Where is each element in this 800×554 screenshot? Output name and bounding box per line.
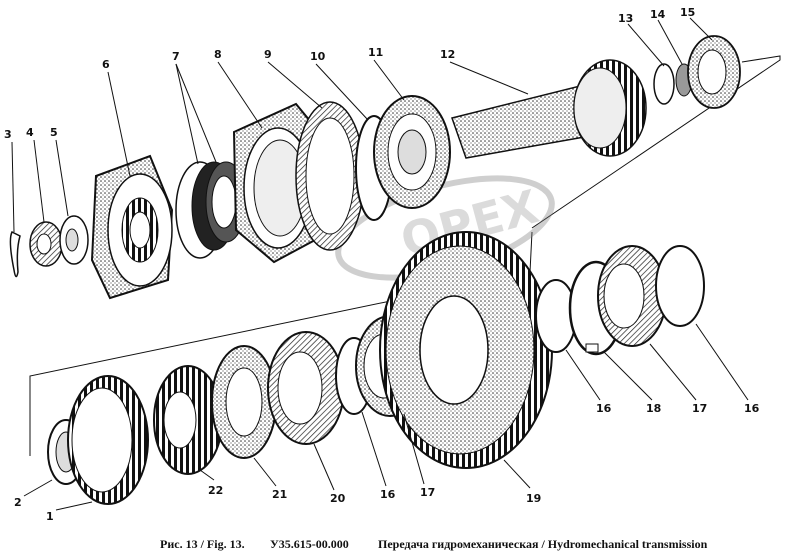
callout-19: 19 — [526, 492, 541, 505]
caption-figure: Рис. 13 / Fig. 13. — [160, 537, 245, 551]
part-13-washer — [653, 63, 675, 105]
part-6-flange — [90, 154, 174, 300]
callout-14: 14 — [650, 8, 666, 21]
leader-lines — [11, 17, 749, 511]
part-3-cotter-pin — [9, 230, 21, 278]
part-1-coupling — [67, 375, 149, 505]
part-20-bearing — [267, 331, 345, 445]
callout-10: 10 — [310, 50, 326, 63]
callout-16-mid: 16 — [596, 402, 612, 415]
caption-title: Передача гидромеханическая / Hydromechan… — [378, 537, 708, 551]
callout-6: 6 — [102, 58, 110, 71]
part-16-snap-ring-right — [655, 245, 705, 327]
callout-21: 21 — [272, 488, 287, 501]
callout-2: 2 — [14, 496, 22, 509]
part-11-bearing — [373, 95, 451, 209]
callout-numbers: 3 4 5 6 7 8 9 10 11 12 13 14 15 2 1 22 2… — [4, 6, 760, 523]
callout-16-lower: 16 — [380, 488, 396, 501]
callout-20: 20 — [330, 492, 346, 505]
callout-11: 11 — [368, 46, 383, 59]
part-21-disc — [211, 345, 277, 459]
callout-17-lower: 17 — [420, 486, 435, 499]
part-22-gear — [153, 365, 223, 475]
callout-8: 8 — [214, 48, 222, 61]
callout-5: 5 — [50, 126, 58, 139]
callout-13: 13 — [618, 12, 633, 25]
caption-code: У35.615-00.000 — [270, 537, 349, 551]
callout-4: 4 — [26, 126, 34, 139]
part-19-large-gear — [379, 231, 553, 469]
assembly-frame — [29, 55, 781, 456]
callout-16-right: 16 — [744, 402, 760, 415]
callout-22: 22 — [208, 484, 223, 497]
callout-7: 7 — [172, 50, 180, 63]
part-15-bearing — [687, 35, 741, 109]
callout-9: 9 — [264, 48, 272, 61]
part-12-shaft — [451, 59, 647, 159]
part-4-castle-nut — [29, 221, 63, 267]
callout-15: 15 — [680, 6, 695, 19]
callout-1: 1 — [46, 510, 54, 523]
part-17-bearing-right — [597, 245, 667, 347]
callout-3: 3 — [4, 128, 12, 141]
callout-18: 18 — [646, 402, 661, 415]
callout-12: 12 — [440, 48, 455, 61]
callout-17-right: 17 — [692, 402, 707, 415]
figure-caption: Рис. 13 / Fig. 13. У35.615-00.000 Переда… — [0, 534, 800, 554]
part-5-washer — [59, 215, 89, 265]
part-9-gasket — [295, 101, 365, 251]
